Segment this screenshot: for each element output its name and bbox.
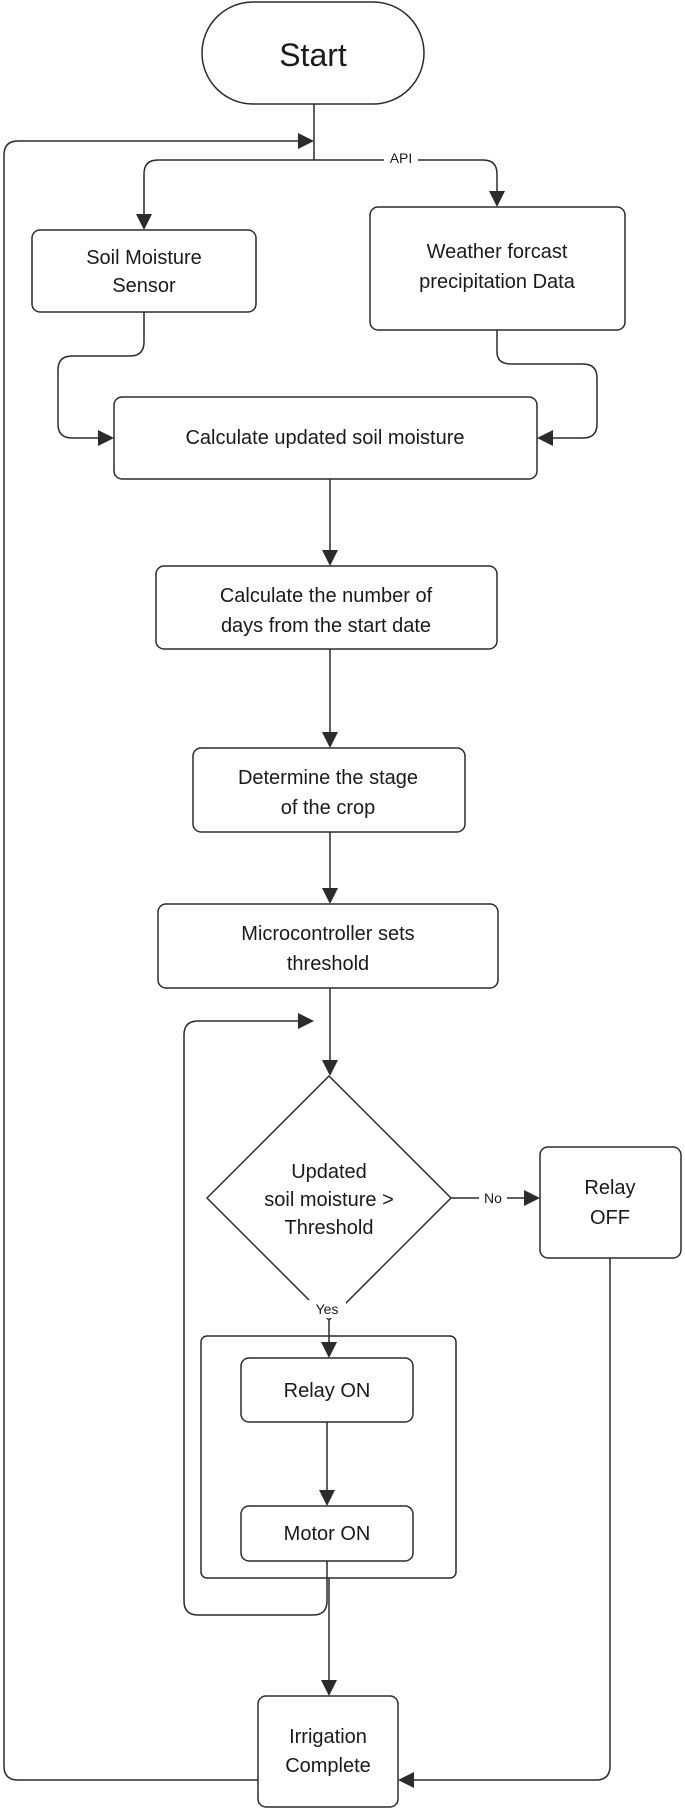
arrowhead-loop-start xyxy=(298,133,314,149)
yes-label-bg xyxy=(308,1300,346,1318)
arrowhead-sensor-to-calc xyxy=(98,430,114,446)
yes-edge-label: Yes xyxy=(316,1301,339,1317)
arrowhead-relay-on-to-motor-on xyxy=(319,1490,335,1506)
start-label: Start xyxy=(279,37,347,73)
edge-weather-to-calc xyxy=(496,330,598,439)
relay-off-node xyxy=(539,1146,682,1259)
calculate-days-label-line1: Calculate the number of xyxy=(220,585,433,607)
edge-to-weather-api xyxy=(314,159,498,193)
edge-relay-off-to-irrigation xyxy=(414,1258,611,1781)
determine-stage-label-line2: of the crop xyxy=(281,797,376,819)
edge-to-soil-sensor xyxy=(143,159,314,216)
arrowhead-motor-loop-back xyxy=(298,1013,314,1029)
relay-off-label-line2: OFF xyxy=(590,1207,630,1229)
edge-loop-back-to-start xyxy=(3,140,298,1781)
edge-motor-loop-back xyxy=(183,1020,328,1616)
arrowhead-weather xyxy=(489,191,505,207)
soil-moisture-sensor-label-line2: Sensor xyxy=(112,275,176,297)
weather-forecast-node xyxy=(369,206,626,331)
determine-stage-label-line1: Determine the stage xyxy=(238,767,418,789)
arrowhead-decision-yes xyxy=(321,1342,337,1358)
no-edge-label: No xyxy=(484,1190,502,1206)
arrowhead-days-to-stage xyxy=(322,732,338,748)
sets-threshold-label-line1: Microcontroller sets xyxy=(241,923,414,945)
weather-forecast-label-line1: Weather forcast xyxy=(427,241,568,263)
soil-moisture-sensor-label-line1: Soil Moisture xyxy=(86,247,202,269)
arrowhead-stage-to-threshold xyxy=(322,888,338,904)
relay-on-label: Relay ON xyxy=(284,1380,371,1402)
decision-label-line3: Threshold xyxy=(285,1217,374,1239)
determine-stage-node xyxy=(192,747,466,833)
arrowhead-weather-to-calc xyxy=(537,430,553,446)
api-label-bg xyxy=(384,150,418,166)
weather-forecast-label-line2: precipitation Data xyxy=(419,271,576,293)
api-edge-label: API xyxy=(390,150,413,166)
soil-moisture-sensor-node xyxy=(31,229,257,313)
decision-label-line1: Updated xyxy=(291,1161,367,1183)
start-node xyxy=(201,1,425,105)
arrowhead-decision-no xyxy=(524,1190,540,1206)
irrigation-complete-node xyxy=(257,1695,399,1808)
calculate-days-label-line2: days from the start date xyxy=(221,615,431,637)
motor-on-label: Motor ON xyxy=(284,1523,371,1545)
no-label-bg xyxy=(479,1189,507,1206)
arrowhead-calc-to-days xyxy=(322,550,338,566)
arrowhead-relay-off-to-irrigation xyxy=(398,1772,414,1788)
calculate-days-node xyxy=(155,565,498,650)
edge-sensor-to-calc xyxy=(57,312,145,439)
sets-threshold-label-line2: threshold xyxy=(287,953,369,975)
sets-threshold-node xyxy=(157,903,499,989)
decision-label-line2: soil moisture > xyxy=(264,1189,394,1211)
irrigation-complete-label-line1: Irrigation xyxy=(289,1726,367,1748)
arrowhead-soil-sensor xyxy=(136,214,152,230)
relay-off-label-line1: Relay xyxy=(584,1177,635,1199)
arrowhead-group-to-irrigation xyxy=(321,1680,337,1696)
arrowhead-threshold-to-decision xyxy=(322,1060,338,1076)
irrigation-complete-label-line2: Complete xyxy=(285,1755,371,1777)
calculate-soil-moisture-label: Calculate updated soil moisture xyxy=(185,427,464,449)
